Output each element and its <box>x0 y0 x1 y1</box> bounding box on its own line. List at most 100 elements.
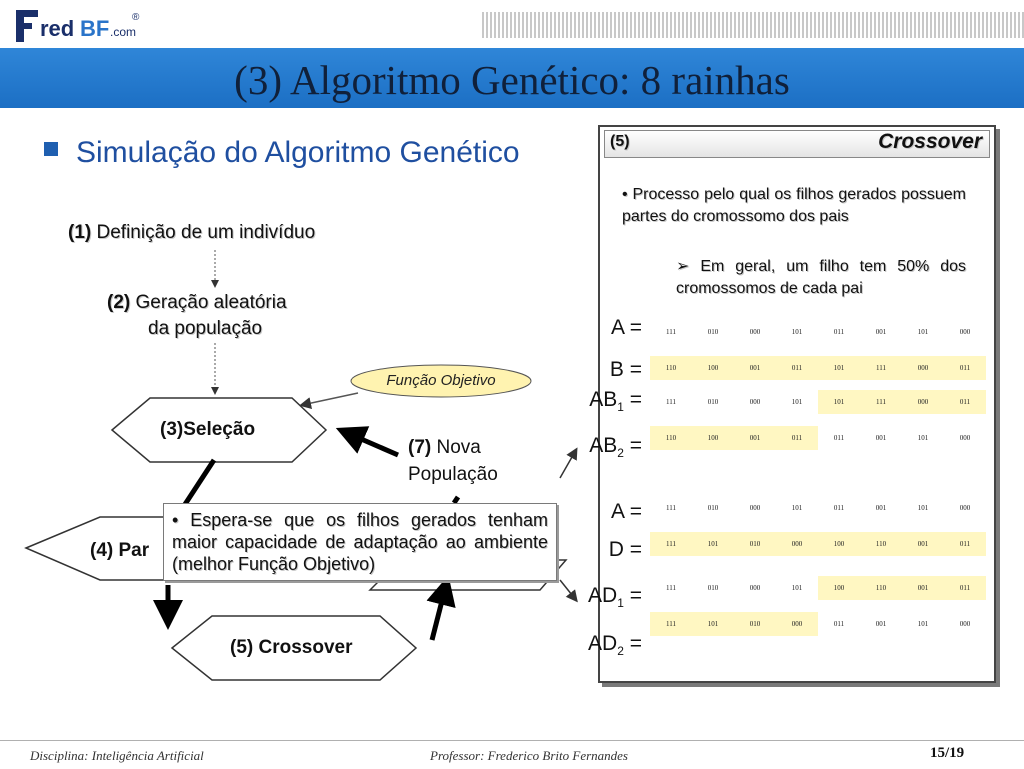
row-label-text: AD <box>588 632 618 655</box>
gene-cell: 111 <box>650 532 692 556</box>
panel-header <box>604 130 990 158</box>
gene-cell: 010 <box>707 584 719 592</box>
gene-cell: 111 <box>666 398 676 406</box>
row-label-text: A = <box>611 316 642 339</box>
gene-cell: 110 <box>650 356 692 380</box>
svg-text:.com: .com <box>110 25 136 39</box>
panel-number: (5) <box>610 133 630 150</box>
row-label: A = <box>542 500 642 524</box>
gene-cell: 101 <box>791 328 803 336</box>
step-1-label: (1) Definição de um indivíduo <box>68 222 316 243</box>
gene-cell: 110 <box>860 576 902 600</box>
row-label: D = <box>542 538 642 562</box>
row-label: A = <box>542 316 642 340</box>
step-2-label-line2: da população <box>148 318 263 339</box>
thick-arrow-stub <box>451 495 461 505</box>
title-banner <box>0 48 1024 108</box>
slide-title: (3) Algoritmo Genético: 8 rainhas <box>234 57 790 103</box>
arrow-fitness-to-selection <box>299 392 359 409</box>
gene-cell: 111 <box>666 328 676 336</box>
gene-cell: 010 <box>707 504 719 512</box>
panel-subpoint: ➢ Em geral, um filho tem 50% dos cromoss… <box>676 258 966 297</box>
gene-cell: 111 <box>860 390 902 414</box>
gene-cell: 101 <box>791 398 803 406</box>
gene-cell: 001 <box>734 426 776 450</box>
gene-cell: 101 <box>791 584 803 592</box>
gene-cell: 101 <box>917 620 929 628</box>
footer-professor: Professor: Frederico Brito Fernandes <box>430 748 628 763</box>
footer-bar <box>0 740 1024 769</box>
gene-cell: 011 <box>776 356 818 380</box>
gene-cell: 101 <box>917 328 929 336</box>
thick-arrow-new-population <box>335 426 399 458</box>
page-number: 15/19 <box>930 745 965 761</box>
gene-cell: 001 <box>875 620 887 628</box>
row-label-subscript: 1 <box>617 596 624 611</box>
step-2-label: (2) Geração aleatória <box>107 292 287 313</box>
gene-cell: 111 <box>666 504 676 512</box>
gene-cell: 011 <box>833 434 845 442</box>
gene-cell: 000 <box>776 532 818 556</box>
row-label-equals: = <box>623 632 642 655</box>
svg-text:BF: BF <box>80 16 109 41</box>
gene-cell: 000 <box>959 504 971 512</box>
gene-cell: 011 <box>944 390 986 414</box>
gene-cell: 001 <box>734 356 776 380</box>
arrow-to-ad1 <box>559 579 578 603</box>
gene-cell: 100 <box>818 532 860 556</box>
svg-text:red: red <box>40 16 74 41</box>
svg-text:®: ® <box>132 12 140 23</box>
row-label-equals: = <box>623 434 642 457</box>
logo: red BF .com ® <box>14 6 154 46</box>
gene-cell: 110 <box>860 532 902 556</box>
selection-label: (3)Seleção <box>160 419 256 440</box>
row-label-equals: = <box>623 388 642 411</box>
fitness-label: Função Objetivo <box>386 372 496 389</box>
gene-cell: 001 <box>875 434 887 442</box>
gene-cell: 000 <box>959 328 971 336</box>
gene-cell: 000 <box>959 620 971 628</box>
gene-cell: 000 <box>902 356 944 380</box>
row-label-text: A = <box>611 500 642 523</box>
row-label: B = <box>542 358 642 382</box>
gene-cell: 000 <box>776 612 818 636</box>
row-label: AB1 = <box>542 388 642 414</box>
gene-cell: 000 <box>902 390 944 414</box>
gene-cell: 001 <box>902 576 944 600</box>
row-label-subscript: 1 <box>617 400 624 415</box>
selection-hexagon <box>110 397 328 463</box>
gene-cell: 011 <box>944 532 986 556</box>
gene-cell: 011 <box>944 356 986 380</box>
gene-cell: 101 <box>917 504 929 512</box>
gene-cell: 111 <box>666 584 676 592</box>
panel-title: Crossover <box>878 130 982 153</box>
row-label-subscript: 2 <box>617 446 624 461</box>
gene-cell: 001 <box>902 532 944 556</box>
fredbf-logo-icon: red BF .com ® <box>16 10 140 42</box>
gene-cell: 111 <box>650 612 692 636</box>
gene-cell: 101 <box>692 612 734 636</box>
gene-cell: 100 <box>692 356 734 380</box>
gene-cell: 000 <box>749 504 761 512</box>
gene-cell: 010 <box>734 612 776 636</box>
thick-arrow-crossover-up <box>426 575 456 641</box>
gene-cell: 100 <box>692 426 734 450</box>
expectation-note: • Espera-se que os filhos gerados tenham… <box>163 503 557 581</box>
gene-cell: 000 <box>749 584 761 592</box>
row-label: AD2 = <box>542 632 642 658</box>
row-label: AB2 = <box>542 434 642 460</box>
section-subtitle: Simulação do Algoritmo Genético <box>76 136 520 169</box>
gene-cell: 010 <box>734 532 776 556</box>
footer-course: Disciplina: Inteligência Artificial <box>30 748 204 763</box>
gene-cell: 111 <box>860 356 902 380</box>
pair-label: (4) Par <box>90 540 150 561</box>
gene-cell: 011 <box>833 328 845 336</box>
row-label-text: AD <box>588 584 618 607</box>
gene-cell: 000 <box>749 328 761 336</box>
row-label: AD1 = <box>542 584 642 610</box>
row-label-text: AB <box>589 388 618 411</box>
gene-cell: 001 <box>875 504 887 512</box>
gene-cell: 010 <box>707 328 719 336</box>
gene-cell: 001 <box>875 328 887 336</box>
